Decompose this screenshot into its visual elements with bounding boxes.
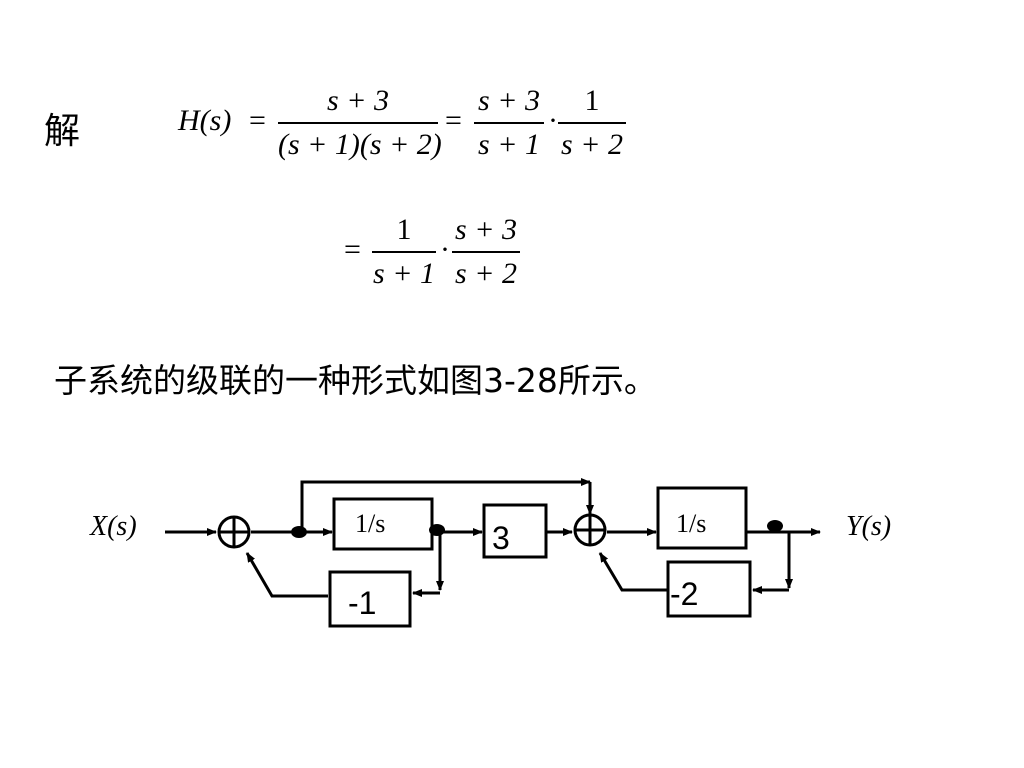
fraction-2-numerator: s + 3 <box>478 84 540 117</box>
fraction-2: s + 3 s + 1 <box>474 86 544 160</box>
integrator-1-label: 1/s <box>355 509 385 538</box>
feedback2-return-arrow <box>598 552 667 592</box>
fraction-5-numerator: s + 3 <box>455 213 517 246</box>
input-label: X(s) <box>89 511 137 542</box>
fraction-3-numerator: 1 <box>584 84 600 117</box>
branch-point-3 <box>767 520 783 532</box>
fraction-4-bar <box>372 251 436 253</box>
fraction-3-bar <box>558 122 626 124</box>
fraction-5-denominator: s + 2 <box>455 257 517 290</box>
integrator-2-block <box>656 486 748 550</box>
fraction-1-denominator: (s + 1)(s + 2) <box>278 128 442 161</box>
fraction-1: s + 3 (s + 1)(s + 2) <box>278 84 442 161</box>
equals-sign: = <box>249 104 266 137</box>
multiply-dot: · <box>548 104 558 137</box>
fraction-5: s + 3 s + 2 <box>452 215 520 289</box>
feedback1-return-arrow <box>245 552 328 598</box>
summing-junction-1 <box>217 515 251 549</box>
caption-sentence: 子系统的级联的一种形式如图3-28所示。 <box>54 361 657 400</box>
integrator-1-block <box>332 497 434 551</box>
equals-sign-3: = <box>344 233 361 266</box>
branch-point-2 <box>429 524 445 536</box>
feedback-gain-1-label: -1 <box>348 585 376 621</box>
fraction-1-numerator: s + 3 <box>327 84 389 117</box>
feedback-gain-1-block <box>328 570 412 628</box>
gain-3-block <box>482 503 548 559</box>
fraction-2-bar <box>474 122 544 124</box>
output-label: Y(s) <box>846 511 891 542</box>
fraction-3-denominator: s + 2 <box>561 128 623 161</box>
integrator-2-label: 1/s <box>676 509 706 538</box>
fraction-5-bar <box>452 251 520 253</box>
fraction-4-denominator: s + 1 <box>373 257 435 290</box>
feedback-gain-2-block <box>666 560 752 618</box>
fraction-4-numerator: 1 <box>396 213 412 246</box>
feedforward-top-line <box>300 478 591 532</box>
feedback-gain-2-label: -2 <box>670 576 698 612</box>
multiply-dot-2: · <box>440 233 450 266</box>
equals-sign-2: = <box>445 104 462 137</box>
fraction-2-denominator: s + 1 <box>478 128 540 161</box>
gain-3-label: 3 <box>492 520 510 556</box>
branch-point-1 <box>291 526 307 538</box>
transfer-function-lhs: H(s) <box>178 104 232 137</box>
fraction-1-bar <box>278 122 438 124</box>
fraction-4: 1 s + 1 <box>372 215 436 289</box>
solution-label: 解 <box>44 111 81 152</box>
summing-junction-2 <box>573 513 607 547</box>
fraction-3: 1 s + 2 <box>558 86 626 160</box>
